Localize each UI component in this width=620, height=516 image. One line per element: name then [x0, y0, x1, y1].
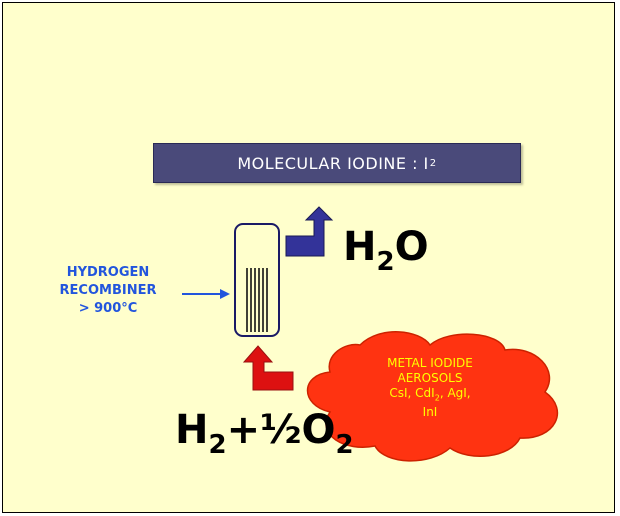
title-text: MOLECULAR IODINE : I [237, 153, 429, 173]
recombiner-line3: > 900°C [78, 301, 138, 316]
recombiner-vessel [234, 223, 280, 337]
output-o: O [394, 224, 429, 270]
aerosol-line4: InI [422, 405, 438, 420]
output-sub: 2 [376, 247, 395, 277]
input-plus-half-o: +½O [226, 407, 336, 453]
recombiner-arrow [182, 289, 230, 299]
input-h-sub: 2 [208, 430, 227, 460]
aerosol-line2: AEROSOLS [397, 371, 463, 385]
output-formula: H2O [343, 227, 429, 282]
recombiner-plates [246, 268, 268, 332]
aerosol-line3-b: , AgI, [439, 386, 471, 400]
aerosol-line3-sub: 2 [434, 393, 440, 403]
recombiner-line1: HYDROGEN [66, 265, 150, 280]
input-h: H [175, 407, 209, 453]
output-h: H [343, 224, 377, 270]
input-arrow-icon [242, 345, 294, 391]
recombiner-label: HYDROGEN RECOMBINER > 900°C [38, 264, 178, 318]
recombiner-line2: RECOMBINER [59, 283, 157, 298]
input-formula: H2+½O2 [175, 410, 354, 465]
aerosol-label: METAL IODIDE AEROSOLS CsI, CdI2, AgI, In… [340, 356, 520, 420]
aerosol-line3: CsI, CdI2, AgI, [340, 386, 520, 405]
aerosol-line1: METAL IODIDE [387, 356, 473, 370]
aerosol-cloud [306, 331, 558, 462]
title-subscript: 2 [429, 157, 437, 169]
aerosol-line3-a: CsI, CdI [389, 386, 435, 400]
output-arrow-icon [285, 206, 334, 257]
input-o-sub: 2 [335, 430, 354, 460]
